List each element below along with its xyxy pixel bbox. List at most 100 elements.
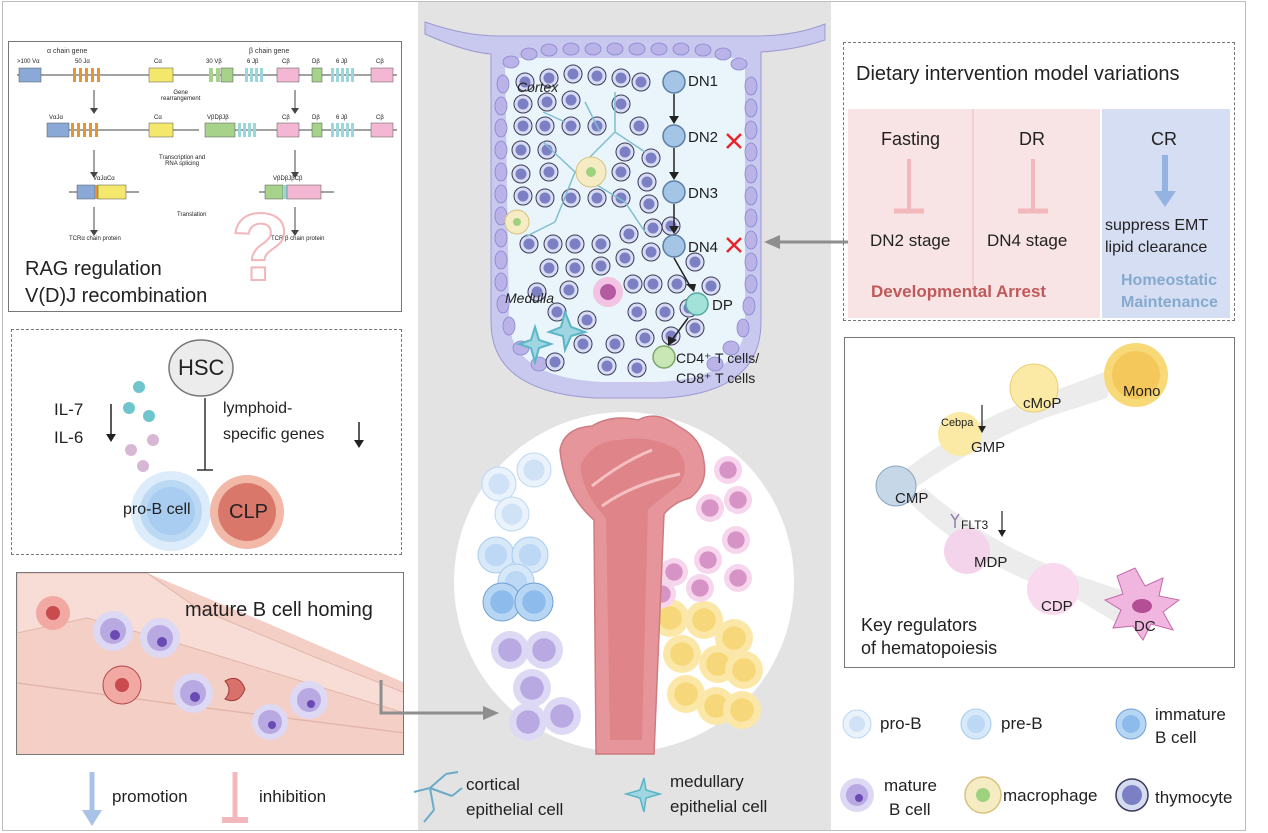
- bone-marrow-macrophage-core: [670, 642, 694, 666]
- alpha-gene-label: α chain gene: [47, 48, 88, 55]
- developmental-arrest-label: Developmental Arrest: [871, 282, 1047, 301]
- hsc-panel: HSC IL-7 IL-6 lymphoid- specific genes p…: [11, 329, 402, 555]
- hematopoiesis-diagram: [875, 343, 1181, 641]
- fasting-stage: DN2 stage: [870, 231, 951, 250]
- il7-label: IL-7: [54, 400, 84, 419]
- cr-label: CR: [1151, 129, 1177, 149]
- lymphoid-label-1: lymphoid-: [223, 400, 293, 417]
- thymocyte-nucleus: [689, 256, 701, 268]
- thymocyte-nucleus: [541, 144, 553, 156]
- dn3-label: DN3: [688, 185, 719, 202]
- thymocyte-nucleus: [543, 166, 555, 178]
- thymocyte-nucleus: [659, 306, 671, 318]
- bone-marrow-dc-core: [729, 491, 747, 509]
- bone-marrow-dc-core: [719, 461, 737, 479]
- diet-arrows: [894, 155, 1176, 214]
- mono-label: Mono: [1123, 383, 1161, 400]
- thymocyte-nucleus: [515, 168, 527, 180]
- thymocyte-nucleus: [641, 176, 653, 188]
- cebpa-label: Cebpa: [941, 417, 974, 429]
- thymocyte-sequence: [652, 70, 742, 369]
- rag-panel: α chain gene β chain gene >100 Vα 50 Jα …: [8, 41, 402, 312]
- thymocyte-nucleus: [551, 306, 563, 318]
- mature-b-cell-core: [532, 638, 556, 662]
- cdp-label: CDP: [1041, 598, 1073, 615]
- diet-title: Dietary intervention model variations: [856, 63, 1180, 85]
- ca-label: Cα: [154, 59, 162, 65]
- cmp-label: CMP: [895, 490, 929, 507]
- thymocyte-nucleus: [689, 322, 701, 334]
- thymocyte-nucleus: [565, 192, 577, 204]
- bone-marrow-macrophage-core: [706, 652, 730, 676]
- tcr-beta-protein-label: TCR β chain protein: [271, 236, 325, 242]
- thymocyte-nucleus: [647, 222, 659, 234]
- transcription-label: Transcription and RNA splicing: [159, 155, 206, 167]
- pro-b-cell-label: pro-B cell: [123, 501, 191, 518]
- thymocyte-nucleus: [591, 70, 603, 82]
- thymocyte-nucleus: [635, 76, 647, 88]
- dp-label: DP: [712, 297, 733, 314]
- thymocyte-nucleus: [643, 198, 655, 210]
- blood-vessel-diagram: [17, 573, 403, 754]
- thymocyte-nucleus: [539, 192, 551, 204]
- thymocyte-nucleus: [639, 332, 651, 344]
- thymocyte-nucleus: [645, 152, 657, 164]
- thymocyte-nucleus: [531, 286, 543, 298]
- hsc-diagram: [106, 339, 364, 551]
- pre-b-cell-core: [484, 543, 508, 567]
- dn1-label: DN1: [688, 73, 719, 90]
- v30-label: 30 Vβ: [206, 59, 222, 65]
- thymocyte-nucleus: [519, 76, 531, 88]
- bone-marrow-macrophage-core: [730, 698, 754, 722]
- thymocyte-nucleus: [543, 72, 555, 84]
- il6-label: IL-6: [54, 428, 84, 447]
- legend-medullary-1: medullary: [670, 772, 744, 791]
- cb-label-2: Cβ: [376, 59, 384, 65]
- thymocyte-nucleus: [671, 278, 683, 290]
- maintenance-label: Maintenance: [1121, 294, 1218, 311]
- vaja-label: VαJα: [49, 115, 63, 121]
- bone-marrow-diagram: [454, 412, 794, 755]
- gmp-label: GMP: [971, 439, 1006, 456]
- thymocyte-nucleus: [623, 228, 635, 240]
- immature-b-cell-core: [522, 590, 546, 614]
- bone-marrow-macrophage-core: [704, 694, 728, 718]
- thymocyte-nucleus: [631, 306, 643, 318]
- arrest-divider: [972, 109, 974, 289]
- rag-regulation-title: RAG regulation: [25, 258, 162, 280]
- bone-marrow-macrophage-core: [658, 606, 682, 630]
- db-label: Dβ: [312, 59, 320, 65]
- immature-b-cell-core: [490, 590, 514, 614]
- hsc-label: HSC: [178, 355, 225, 380]
- legend-immature-1: immature: [1155, 705, 1226, 724]
- cd8-label: CD8⁺ T cells: [676, 370, 756, 386]
- fasting-label: Fasting: [881, 129, 941, 149]
- mature-b-cell-core: [498, 638, 522, 662]
- thymocyte-nucleus: [615, 166, 627, 178]
- hema-title-1: Key regulators: [861, 615, 978, 635]
- v100-label: >100 Vα: [17, 59, 40, 65]
- mature-b-cell-core: [550, 704, 574, 728]
- pro-b-cell-core: [523, 459, 545, 481]
- cb-label-1: Cβ: [282, 59, 290, 65]
- thymocyte-nucleus: [541, 96, 553, 108]
- legend-pre-b: pre-B: [1001, 714, 1043, 733]
- dr-stage: DN4 stage: [987, 231, 1068, 250]
- vdj-recombination-title: V(D)J recombination: [25, 285, 208, 307]
- thymocyte-nucleus: [595, 238, 607, 250]
- thymocyte-nucleus: [517, 120, 529, 132]
- legend-pro-b: pro-B: [880, 714, 922, 733]
- dr-label: DR: [1019, 129, 1045, 149]
- thymocyte-nucleus: [517, 190, 529, 202]
- thymocyte-nucleus: [515, 144, 527, 156]
- pro-b-cell-core: [488, 473, 510, 495]
- cmop-label: cMoP: [1023, 395, 1062, 412]
- legend-cortical-2: epithelial cell: [466, 800, 564, 819]
- thymocyte-nucleus: [631, 362, 643, 374]
- figure-frame: [2, 1, 1246, 831]
- thymocyte-nucleus: [647, 278, 659, 290]
- cortex-label: Cortex: [517, 79, 559, 95]
- bone-marrow-macrophage-core: [732, 658, 756, 682]
- hema-title-2: of hematopoiesis: [861, 638, 998, 658]
- vajaca-label: VαJαCα: [93, 176, 115, 182]
